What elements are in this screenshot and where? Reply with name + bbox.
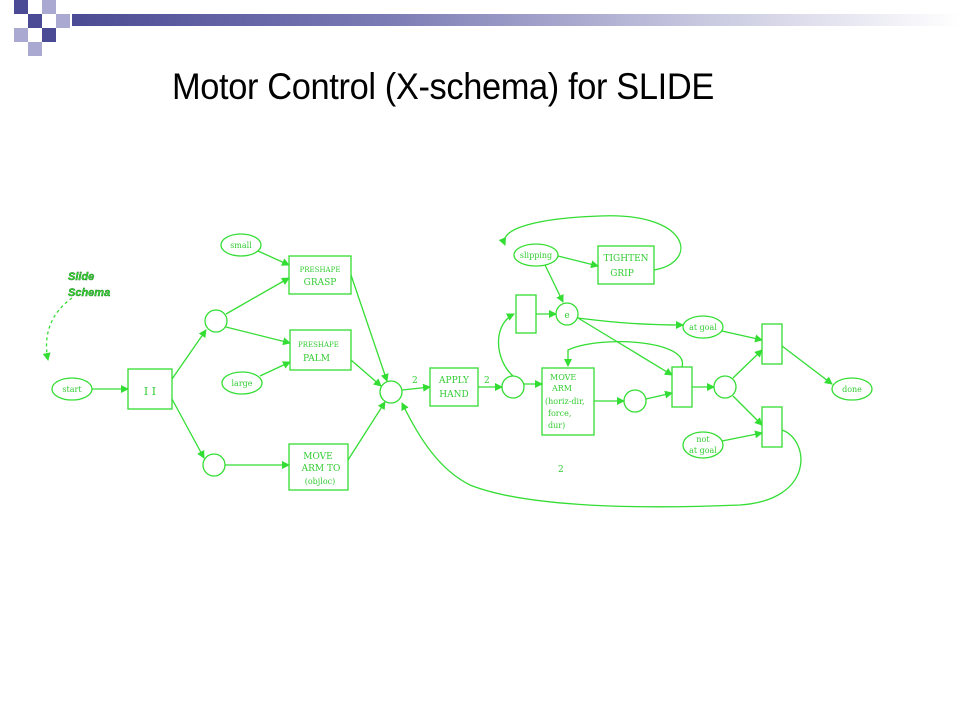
edge-large-palm	[259, 361, 291, 377]
deco-square	[14, 28, 28, 42]
edge-slipping-e	[544, 264, 564, 303]
preshape-palm-box	[289, 329, 352, 371]
edge-small-grasp	[257, 250, 290, 266]
move-arm-label: MOVE	[550, 373, 576, 382]
header-gradient-bar	[72, 14, 960, 26]
edge-atgoal-done	[781, 345, 833, 385]
edge-place-transition	[645, 390, 673, 400]
transition-at-goal	[761, 323, 783, 365]
deco-square	[28, 14, 42, 28]
edge-e-to-transition	[577, 317, 673, 376]
edge-atgoal-transition	[721, 330, 763, 343]
schema-label: Slide	[68, 271, 94, 283]
move-arm-to-label: (objloc)	[305, 477, 336, 486]
preshape-palm-label: PRESHAPE	[298, 341, 339, 349]
preshape-grasp-box	[288, 255, 352, 295]
deco-square	[56, 14, 70, 28]
edge-palm-join	[350, 359, 382, 387]
deco-square	[14, 0, 28, 14]
edge-movearmto-join	[347, 401, 386, 461]
move-arm-to-label: ARM TO	[301, 464, 341, 474]
not-at-goal-node	[682, 431, 724, 459]
edge-fork-upper	[171, 329, 207, 380]
edge-slipping-tighten	[557, 255, 599, 269]
at-goal-label: at goal	[689, 323, 717, 332]
move-arm-label: ARM	[551, 384, 572, 393]
slipping-label: slipping	[520, 251, 552, 260]
large-node	[221, 371, 263, 395]
deco-square	[28, 42, 42, 56]
small-label: small	[230, 241, 252, 250]
fork-transition	[127, 368, 173, 410]
place-e	[555, 302, 579, 326]
edge-decision-atgoal	[732, 349, 763, 379]
edge-back-to-slip-check	[497, 313, 515, 377]
fork-label: I I	[144, 385, 156, 398]
schema-label: Schema	[68, 287, 110, 299]
done-node	[831, 377, 873, 401]
edge-tighten-loop	[498, 215, 682, 271]
tighten-grip-box	[597, 245, 655, 285]
edge-to-grasp	[225, 277, 290, 315]
place-goal-decision	[713, 375, 737, 399]
edge-notatgoal-transition	[721, 430, 763, 442]
move-arm-to-label: MOVE	[303, 452, 333, 462]
arc-weight: 2	[412, 376, 418, 386]
place-upper	[204, 309, 228, 333]
slide-title: Motor Control (X-schema) for SLIDE	[172, 66, 714, 107]
tighten-grip-label: GRIP	[610, 269, 634, 279]
not-at-goal-label: at goal	[689, 446, 717, 455]
preshape-grasp-label: GRASP	[304, 278, 337, 288]
transition-not-at-goal	[761, 406, 783, 448]
place-after-move-arm	[623, 389, 647, 413]
preshape-grasp-label: PRESHAPE	[300, 266, 341, 274]
schema-link-dashed	[42, 297, 73, 361]
edge-decision-notatgoal	[732, 395, 763, 426]
apply-hand-label: APPLY	[438, 376, 470, 386]
slipping-node	[513, 243, 559, 267]
transition-goal-check	[671, 366, 693, 408]
move-arm-label: dur)	[548, 421, 565, 430]
arc-weight: 2	[484, 376, 490, 386]
place-e-label: e	[564, 311, 569, 321]
edge-goalcheck-back	[564, 341, 683, 368]
move-arm-label: (horiz-dir,	[545, 397, 585, 406]
edge-join-apply	[401, 383, 431, 392]
apply-hand-box	[429, 367, 479, 407]
start-label: start	[62, 385, 82, 394]
tighten-grip-label: TIGHTEN	[603, 254, 648, 264]
move-arm-label: force,	[548, 409, 571, 418]
done-label: done	[842, 385, 862, 394]
preshape-palm-label: PALM	[303, 354, 330, 364]
deco-square	[42, 28, 56, 42]
edge-place-to-atgoal	[577, 317, 684, 329]
move-arm-to-box	[288, 443, 349, 491]
place-after-apply	[501, 375, 525, 399]
place-join	[379, 380, 403, 404]
place-lower	[202, 453, 226, 477]
large-label: large	[231, 379, 252, 388]
arc-weight: 2	[558, 465, 564, 475]
small-node	[220, 233, 262, 257]
apply-hand-label: HAND	[439, 390, 468, 400]
edge-to-palm	[225, 326, 291, 346]
transition-slip-check	[515, 294, 537, 334]
edge-retry-loop	[401, 402, 802, 508]
edge-fork-lower	[171, 398, 205, 459]
deco-square	[42, 0, 56, 14]
not-at-goal-label: not	[696, 435, 710, 444]
edge-grasp-join	[350, 274, 389, 382]
